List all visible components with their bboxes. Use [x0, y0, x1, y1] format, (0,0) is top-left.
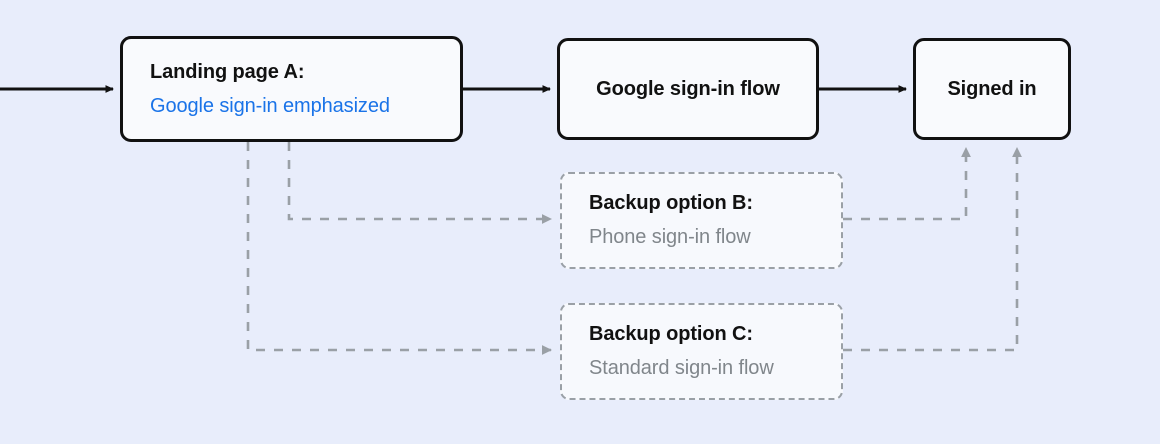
node-backup-option-b-title: Backup option B:	[589, 192, 753, 214]
node-backup-option-c-title: Backup option C:	[589, 323, 753, 345]
edge-backup-c-to-signed-in	[843, 147, 1022, 352]
node-landing-page-a-subtitle: Google sign-in emphasized	[150, 94, 390, 117]
node-signed-in-title: Signed in	[947, 77, 1037, 100]
edge-landing-a-to-backup-c	[246, 142, 552, 355]
node-backup-option-b-subtitle: Phone sign-in flow	[589, 226, 751, 248]
node-landing-page-a[interactable]: Landing page A: Google sign-in emphasize…	[120, 36, 463, 142]
node-google-sign-in-flow[interactable]: Google sign-in flow	[557, 38, 819, 140]
edge-landing-a-to-backup-b	[287, 142, 552, 224]
node-google-sign-in-flow-title: Google sign-in flow	[596, 77, 780, 100]
edge-backup-b-to-signed-in	[843, 147, 971, 221]
node-backup-option-b[interactable]: Backup option B: Phone sign-in flow	[560, 172, 843, 269]
node-signed-in[interactable]: Signed in	[913, 38, 1071, 140]
node-backup-option-c-subtitle: Standard sign-in flow	[589, 357, 774, 379]
node-backup-option-c[interactable]: Backup option C: Standard sign-in flow	[560, 303, 843, 400]
node-landing-page-a-title: Landing page A:	[150, 60, 305, 83]
